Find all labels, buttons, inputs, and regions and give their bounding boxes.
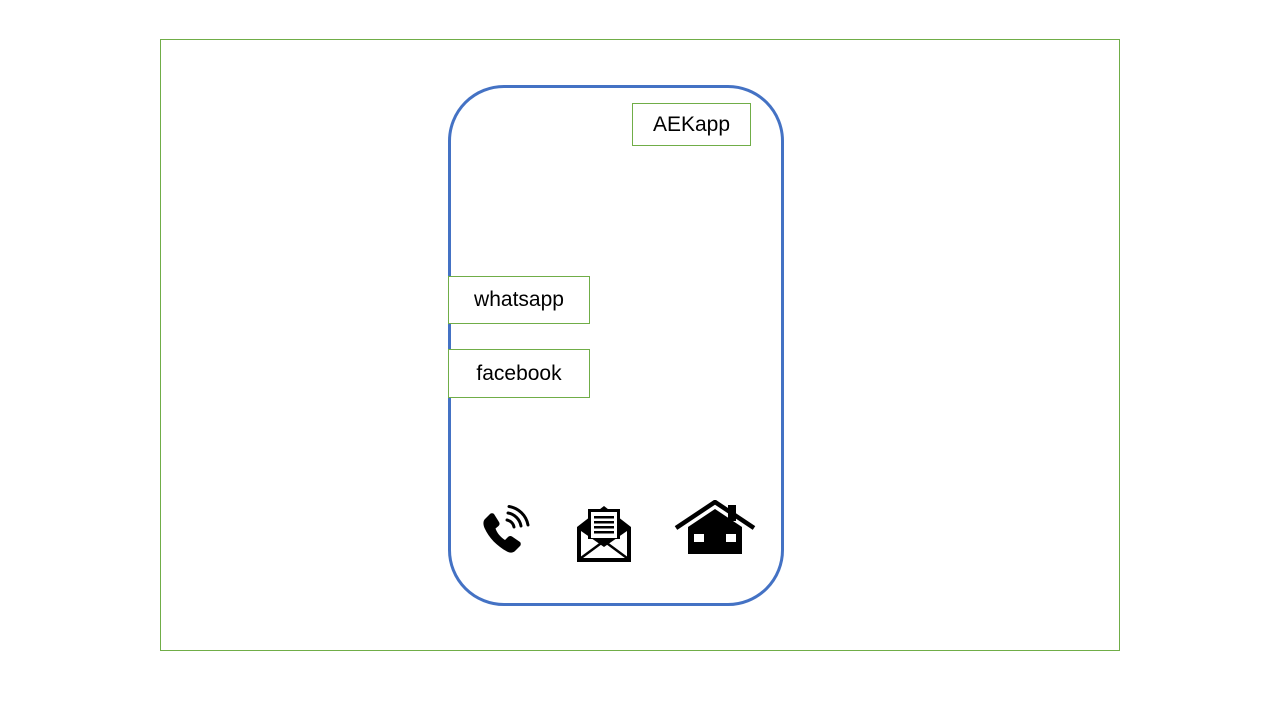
mail-icon[interactable] [574,499,634,565]
home-icon[interactable] [674,500,756,556]
whatsapp-button[interactable]: whatsapp [448,276,590,324]
outer-frame [160,39,1120,651]
phone-outline [448,85,784,606]
phone-icon[interactable] [476,503,532,559]
app-title: AEKapp [632,103,751,146]
facebook-button[interactable]: facebook [448,349,590,398]
